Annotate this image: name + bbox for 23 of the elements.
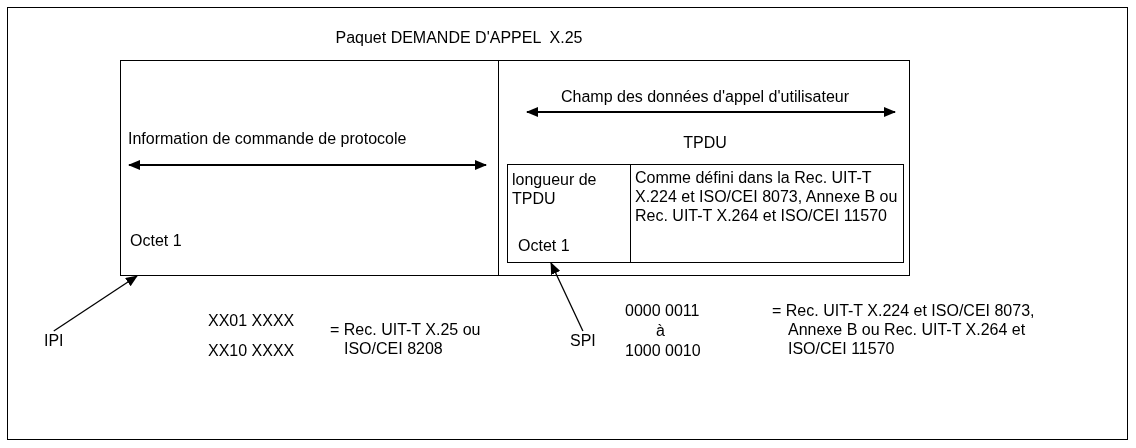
diagram-title: Paquet DEMANDE D'APPEL X.25 [334, 28, 584, 47]
leader-line [550, 262, 584, 332]
code-value: 0000 0011 [625, 301, 700, 320]
octet-label: Octet 1 [518, 236, 571, 255]
description-box [630, 164, 904, 263]
leader-line [53, 275, 138, 332]
range-word: à [655, 321, 666, 340]
field-box [120, 60, 499, 276]
field-label: Champ des données d'appel d'utilisateur [559, 87, 851, 106]
code-value: 1000 0010 [625, 341, 701, 360]
description-text: Comme défini dans la Rec. UIT-T X.224 et ISO/CEI 8073, Annexe B ou Rec. UIT-T X.264 et ISO/CEI 11570 [635, 168, 899, 225]
field-label: Information de commande de protocole [128, 129, 408, 148]
code-value: XX01 XXXX [208, 311, 295, 330]
code-value: XX10 XXXX [208, 341, 295, 360]
standard-note: = Rec. UIT-T X.224 et ISO/CEI 8073, Annexe B ou Rec. UIT-T X.264 et ISO/CEI 11570 [772, 301, 1036, 358]
field-label: longueur de TPDU [512, 170, 598, 208]
field-label: TPDU [682, 133, 728, 152]
field-box [498, 60, 910, 276]
pointer-label: SPI [570, 331, 596, 350]
field-box [507, 164, 631, 263]
standard-note: = Rec. UIT-T X.25 ou ISO/CEI 8208 [330, 320, 482, 358]
pointer-label: IPI [44, 331, 64, 350]
octet-label: Octet 1 [130, 231, 183, 250]
